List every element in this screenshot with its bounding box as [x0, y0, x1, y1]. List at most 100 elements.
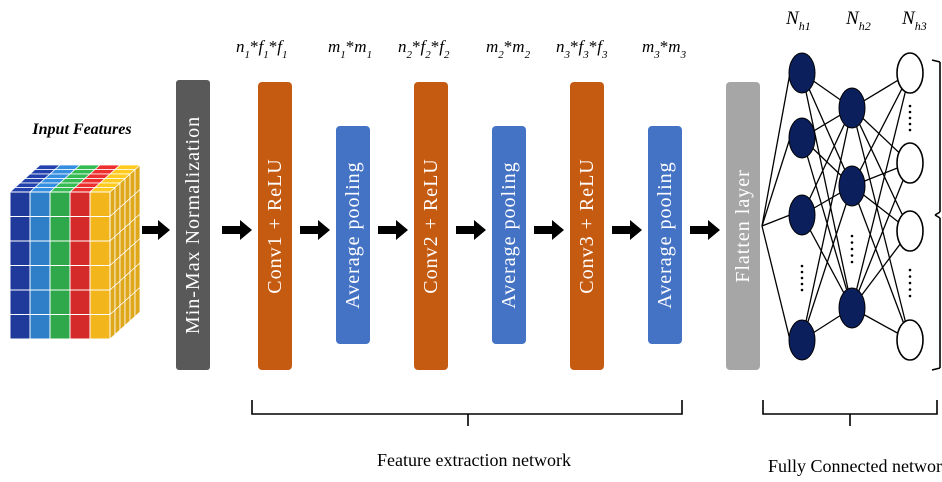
pool2-layer: Average pooling: [492, 126, 526, 344]
cube-top-cell: [113, 164, 142, 170]
output-brace: [931, 59, 941, 371]
cube-front-cell: [29, 265, 51, 291]
cube-front-cell: [29, 240, 51, 266]
cube-side-cell: [129, 291, 136, 322]
flow-arrow: [142, 220, 170, 240]
cube-front-cell: [29, 314, 51, 340]
conv2-relu-layer: Conv2 + ReLU: [414, 82, 448, 370]
pool3-layer: Average pooling: [648, 126, 682, 344]
fc-edge: [761, 214, 791, 227]
pool1-dims: m1*m1: [328, 37, 372, 61]
fc-edge: [851, 185, 911, 341]
fully-connected-network: [761, 52, 924, 361]
pool3-dims: m3*m3: [642, 37, 687, 61]
fc-ellipsis-h1: [800, 270, 804, 274]
fc-edge: [851, 162, 911, 309]
fc-node-h1: [788, 117, 816, 159]
input-features-title: Input Features: [31, 121, 131, 138]
cube-front-cell: [89, 289, 111, 315]
fc-edge: [801, 72, 853, 187]
cube-front-cell: [69, 314, 91, 340]
fc-edge: [761, 137, 791, 227]
fully-connected-brace: [762, 400, 938, 426]
conv3-label: Conv3 + ReLU: [576, 158, 598, 294]
fc-ellipsis-h2: [850, 254, 854, 257]
cube-side-cell: [114, 304, 121, 336]
feature-extraction-brace: [251, 400, 683, 426]
cube-front-cell: [89, 216, 111, 242]
fc-node-h2: [838, 287, 866, 329]
flatten-layer: Flatten layer: [726, 82, 760, 370]
fc-node-h3: [896, 52, 924, 94]
fc-node-h3: [896, 210, 924, 252]
fc-ellipsis-h3: [908, 268, 912, 272]
fc-ellipsis-h1: [800, 276, 804, 280]
flow-arrow: [612, 220, 642, 240]
conv1-relu-layer: Conv1 + ReLU: [258, 82, 292, 370]
cube-front-cell: [89, 191, 111, 217]
fc-node-h2: [838, 87, 866, 129]
fc-ellipsis-h3: [908, 128, 912, 132]
flow-arrow: [300, 220, 330, 240]
pool2-dims: m2*m2: [486, 37, 531, 61]
fc-node-h1: [788, 52, 816, 94]
fc-ellipsis-h3: [908, 288, 912, 291]
fc-edge: [801, 107, 853, 216]
fc-ellipsis-h3: [908, 294, 912, 298]
cube-front-cell: [29, 216, 51, 242]
fc-node-h3: [896, 142, 924, 184]
fc-ellipsis-h3: [908, 116, 912, 120]
conv3-relu-layer: Conv3 + ReLU: [570, 82, 604, 370]
cube-front-cell: [69, 240, 91, 266]
cube-front-cell: [49, 314, 71, 340]
cube-side-cell: [119, 300, 126, 331]
fc-ellipsis-h3: [908, 275, 912, 278]
fc-header-h3: Nh3: [901, 8, 927, 33]
cube-front-cell: [69, 216, 91, 242]
cube-front-cell: [9, 240, 31, 266]
flow-arrow: [222, 220, 252, 240]
fc-node-h2: [838, 165, 866, 207]
flatten-label: Flatten layer: [732, 169, 754, 283]
flow-arrow: [456, 220, 486, 240]
pool1-layer: Average pooling: [336, 126, 370, 344]
fc-ellipsis-h2: [850, 260, 854, 264]
cube-front-cell: [9, 314, 31, 340]
fc-edge: [851, 107, 911, 232]
pool3-label: Average pooling: [654, 161, 676, 308]
conv2-dims: n2*f2*f2: [398, 37, 450, 61]
cube-front-cell: [69, 265, 91, 291]
flow-arrow: [690, 220, 720, 240]
flow-arrow: [378, 220, 408, 240]
conv1-label: Conv1 + ReLU: [264, 158, 286, 294]
cube-front-cell: [9, 216, 31, 242]
cube-front-cell: [49, 265, 71, 291]
cube-front-cell: [29, 191, 51, 217]
cube-top-cell: [93, 182, 122, 188]
fc-ellipsis-h2: [850, 247, 854, 251]
flow-arrow: [534, 220, 564, 240]
min-max-normalization-layer: Min-Max Normalization: [176, 80, 210, 370]
fc-header-h2: Nh2: [845, 8, 871, 33]
cube-top-cell: [98, 178, 127, 184]
fc-edge: [801, 72, 853, 309]
conv1-dims: n1*f1*f1: [236, 37, 287, 61]
cube-front-cell: [49, 240, 71, 266]
cube-front-cell: [9, 289, 31, 315]
fc-node-h3: [896, 319, 924, 361]
fc-ellipsis-h2: [850, 241, 854, 244]
fc-ellipsis-h1: [800, 282, 804, 286]
fc-edge: [761, 72, 791, 227]
cube-side-cell: [109, 309, 116, 340]
fc-ellipsis-h2: [850, 234, 854, 238]
fully-connected-caption: Fully Connected network: [768, 456, 942, 476]
cube-front-cell: [29, 289, 51, 315]
fc-edge: [851, 72, 911, 187]
flow-arrows: [142, 220, 720, 240]
cube-front-cell: [9, 191, 31, 217]
dimension-labels: n1*f1*f1 m1*m1 n2*f2*f2 m2*m2 n3*f3*f3 m…: [236, 37, 687, 61]
fc-edge: [851, 72, 911, 309]
cube-front-cell: [49, 289, 71, 315]
cube-front-cell: [69, 191, 91, 217]
